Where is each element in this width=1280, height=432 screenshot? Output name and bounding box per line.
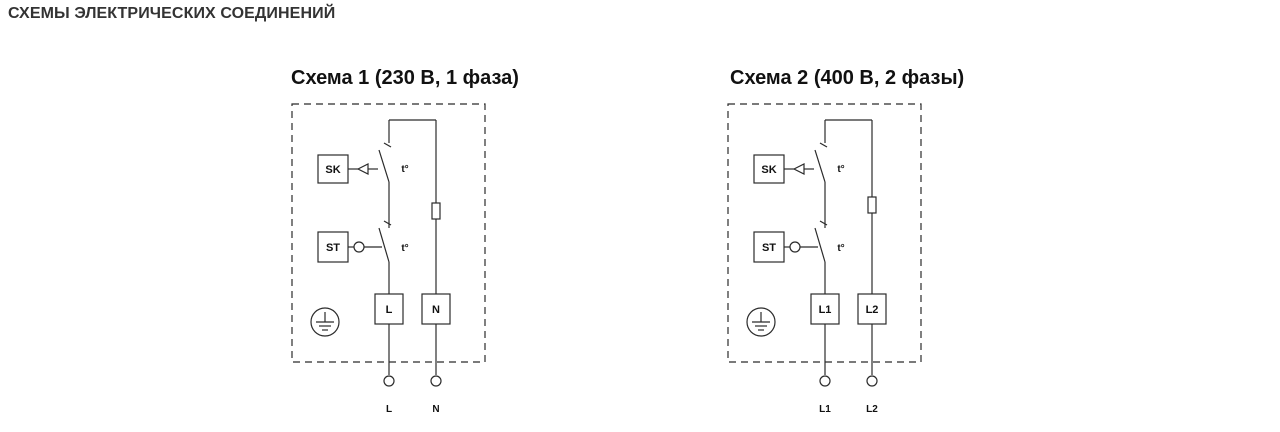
- scheme-2-sk-box: [753, 154, 785, 184]
- scheme-2-st-sensor-icon: [789, 241, 801, 253]
- scheme-2-temp-label-bottom: t°: [837, 243, 844, 254]
- scheme-1-st-sensor-icon: [353, 241, 365, 253]
- scheme-1-temp-label-bottom: t°: [401, 243, 408, 254]
- scheme-2-st-box: [753, 231, 785, 263]
- scheme-1-temp-label-top: t°: [401, 164, 408, 175]
- scheme-2-sk-label: SK: [761, 164, 776, 176]
- scheme-2-enclosure: [727, 103, 922, 363]
- scheme-1-title: Схема 1 (230 В, 1 фаза): [291, 67, 519, 89]
- scheme-1-output-left-label: L: [386, 404, 392, 415]
- scheme-2-temp-label-top: t°: [837, 164, 844, 175]
- scheme-1-diagram: [291, 103, 486, 387]
- scheme-1-ground-icon: [310, 307, 340, 337]
- scheme-1-output-right-terminal: [430, 375, 442, 387]
- scheme-2-terminal-right-label: L2: [866, 304, 879, 316]
- scheme-2-ground-icon: [746, 307, 776, 337]
- scheme-2-terminal-right: [857, 293, 887, 325]
- scheme-1-sk-box: [317, 154, 349, 184]
- scheme-2-output-right-label: L2: [866, 404, 878, 415]
- scheme-2-labels: SK ST t° t° L1 L2 L1 L2: [761, 164, 878, 415]
- scheme-2-diagram: [727, 103, 922, 387]
- scheme-1-output-right-label: N: [432, 404, 439, 415]
- scheme-2-sk-arrow-icon: [792, 163, 805, 175]
- scheme-1-terminal-right: [421, 293, 451, 325]
- scheme-2-output-left-label: L1: [819, 404, 831, 415]
- scheme-1-fuse: [431, 202, 441, 220]
- scheme-2-st-label: ST: [762, 242, 776, 254]
- scheme-1-sk-arrow-icon: [356, 163, 369, 175]
- scheme-1-st-label: ST: [326, 242, 340, 254]
- scheme-2-fuse: [867, 196, 877, 214]
- scheme-1-enclosure: [291, 103, 486, 363]
- scheme-2-terminal-left-label: L1: [819, 304, 832, 316]
- scheme-2-title: Схема 2 (400 В, 2 фазы): [730, 67, 965, 89]
- scheme-1-terminal-left: [374, 293, 404, 325]
- scheme-1-terminal-left-label: L: [386, 304, 393, 316]
- scheme-1-output-left-terminal: [383, 375, 395, 387]
- scheme-2-output-left-terminal: [819, 375, 831, 387]
- page-heading: СХЕМЫ ЭЛЕКТРИЧЕСКИХ СОЕДИНЕНИЙ: [8, 5, 336, 22]
- scheme-2-output-right-terminal: [866, 375, 878, 387]
- scheme-1-labels: SK ST t° t° L N L N: [325, 164, 440, 415]
- scheme-1-sk-label: SK: [325, 164, 340, 176]
- scheme-1-terminal-right-label: N: [432, 304, 440, 316]
